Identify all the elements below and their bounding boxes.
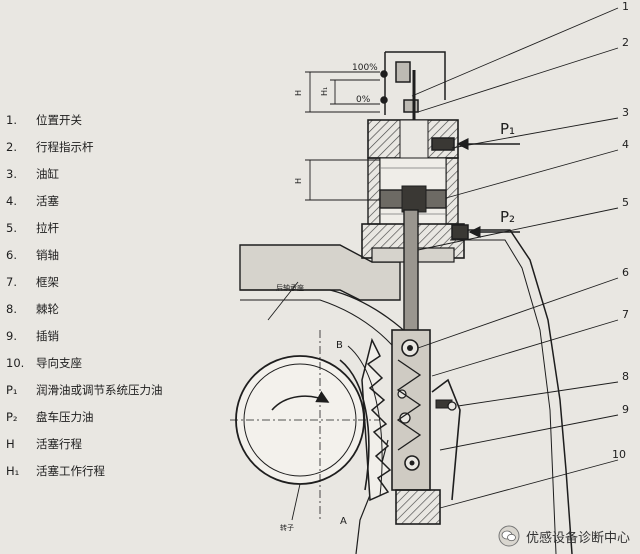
legend-text: 框架	[36, 275, 59, 289]
legend-text: 活塞行程	[36, 437, 82, 451]
legend-text: 棘轮	[36, 302, 59, 316]
label-h-lower: H	[294, 178, 303, 184]
legend-item: 3. 油缸	[6, 164, 196, 184]
legend-num: 10.	[6, 356, 25, 370]
legend-text: 盘车压力油	[36, 410, 94, 424]
callout-leaders	[411, 7, 619, 509]
callout-1: 1	[622, 0, 629, 13]
legend-num: 7.	[6, 275, 17, 289]
part-label-group: 后轴承座 转子	[276, 283, 304, 532]
piston	[379, 185, 447, 213]
legend-text: 销轴	[36, 248, 59, 262]
callout-8: 8	[622, 370, 629, 383]
legend-text: 导向支座	[36, 356, 82, 370]
pressure-labels: P₁ P₂	[500, 120, 515, 226]
legend-num: 2.	[6, 140, 17, 154]
legend-num: P₂	[6, 410, 18, 424]
indicator-scale: 100% 0%	[352, 63, 378, 105]
legend-item: 2. 行程指示杆	[6, 137, 196, 157]
label-bearing: 后轴承座	[276, 283, 304, 292]
label-b: B	[336, 340, 343, 351]
pull-rod	[403, 209, 419, 341]
stroke-dimensions	[305, 71, 380, 201]
label-p2: P₂	[500, 208, 515, 226]
label-p1: P₁	[500, 120, 515, 138]
legend-num: 6.	[6, 248, 17, 262]
legend-num: 8.	[6, 302, 17, 316]
label-a: A	[340, 516, 347, 527]
legend-text: 润滑油或调节系统压力油	[36, 383, 163, 397]
watermark: 优感设备诊断中心	[498, 524, 630, 548]
label-h1: H₁	[320, 87, 329, 96]
legend-item: P₂ 盘车压力油	[6, 407, 196, 427]
rotor	[230, 330, 380, 520]
legend-num: 5.	[6, 221, 17, 235]
callout-6: 6	[622, 266, 629, 279]
cylinder	[361, 119, 465, 263]
part-leaders	[267, 281, 301, 521]
legend-text: 行程指示杆	[36, 140, 94, 154]
oil-ports	[431, 137, 520, 240]
legend-text: 活塞	[36, 194, 59, 208]
legend-item: H 活塞行程	[6, 434, 196, 454]
watermark-text: 优感设备诊断中心	[525, 530, 630, 546]
point-labels: B A	[336, 340, 347, 527]
legend-item: 7. 框架	[6, 272, 196, 292]
callouts: 1 2 3 4 5 6 7 8 9 10	[612, 0, 629, 461]
frame	[391, 329, 441, 525]
legend-item: 5. 拉杆	[6, 218, 196, 238]
legend-num: H₁	[6, 464, 20, 478]
legend-num: H	[6, 437, 15, 451]
label-h: H	[294, 90, 303, 96]
legend-text: 拉杆	[36, 221, 59, 235]
legend-item: 8. 棘轮	[6, 299, 196, 319]
legend-item: 6. 销轴	[6, 245, 196, 265]
legend-item: 1. 位置开关	[6, 110, 196, 130]
callout-7: 7	[622, 308, 629, 321]
label-100-percent: 100%	[352, 63, 378, 73]
legend-num: 4.	[6, 194, 17, 208]
legend-item: P₁ 润滑油或调节系统压力油	[6, 380, 196, 400]
callout-3: 3	[622, 106, 629, 119]
dimension-label-group: H H₁ H	[294, 87, 329, 184]
legend-text: 活塞工作行程	[36, 464, 105, 478]
callout-2: 2	[622, 36, 629, 49]
callout-9: 9	[622, 403, 629, 416]
legend-num: 3.	[6, 167, 17, 181]
label-rotor: 转子	[280, 523, 294, 532]
wechat-logo-icon	[498, 525, 520, 547]
callout-10: 10	[612, 448, 626, 461]
callout-5: 5	[622, 196, 629, 209]
legend-num: P₁	[6, 383, 18, 397]
legend-item: 4. 活塞	[6, 191, 196, 211]
legend-item: 10. 导向支座	[6, 353, 196, 373]
legend-item: H₁ 活塞工作行程	[6, 461, 196, 481]
legend-text: 油缸	[36, 167, 59, 181]
label-0-percent: 0%	[356, 95, 371, 105]
plunger-pin	[431, 378, 461, 501]
legend-text: 位置开关	[36, 113, 82, 127]
legend-text: 插销	[36, 329, 59, 343]
legend-num: 1.	[6, 113, 17, 127]
legend-item: 9. 插销	[6, 326, 196, 346]
callout-4: 4	[622, 138, 629, 151]
legend-num: 9.	[6, 329, 17, 343]
